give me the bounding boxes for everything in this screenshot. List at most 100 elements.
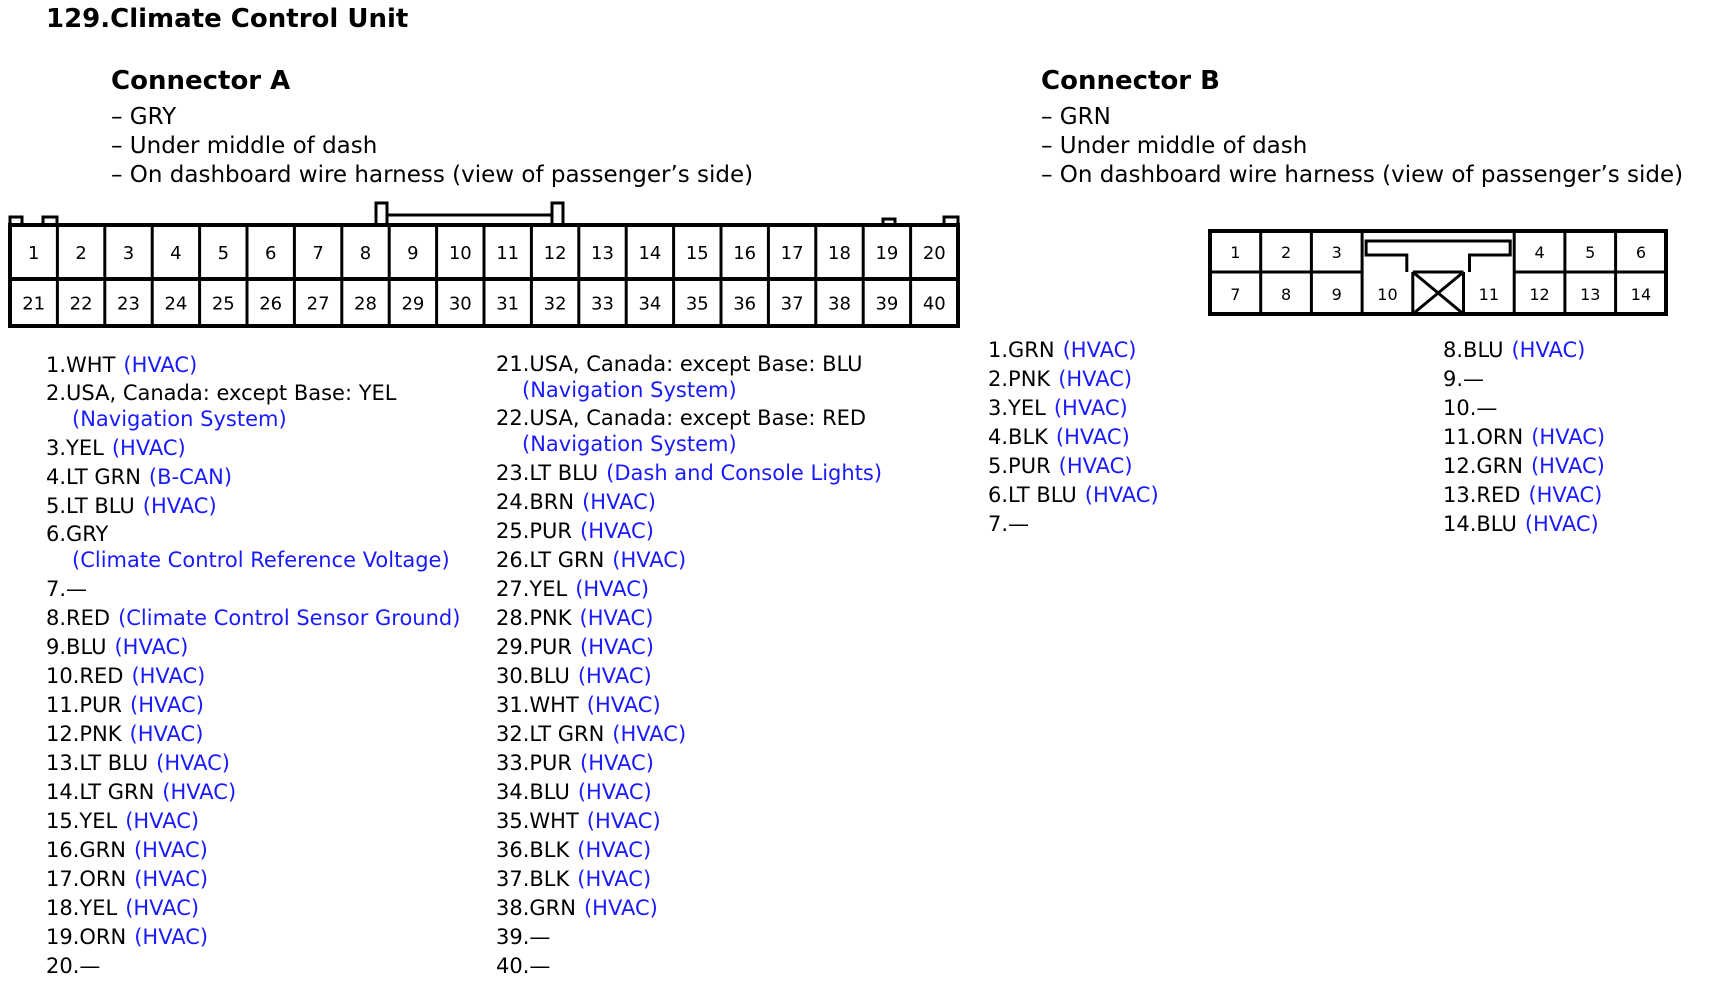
pin-wire-label: 35.WHT bbox=[496, 809, 579, 833]
pin-wire-label: 4.LT GRN bbox=[46, 465, 141, 489]
pin-wire-label: 31.WHT bbox=[496, 693, 579, 717]
pin-wire-label: 8.BLU bbox=[1443, 338, 1504, 362]
cavity-number: 5 bbox=[218, 243, 229, 264]
pin-circuit-label: (HVAC) bbox=[1084, 483, 1159, 507]
cavity-number: 12 bbox=[1529, 285, 1549, 304]
pin-entry: 4.LT GRN (B-CAN) bbox=[46, 463, 460, 492]
pin-wire-label: 11.PUR bbox=[46, 693, 123, 717]
cavity-number: 34 bbox=[638, 294, 661, 315]
cavity-number: 16 bbox=[733, 243, 756, 264]
cavity-number: 17 bbox=[781, 243, 804, 264]
pin-entry: 11.PUR (HVAC) bbox=[46, 691, 460, 720]
pin-circuit-label: (HVAC) bbox=[111, 436, 186, 460]
pin-circuit-label: (HVAC) bbox=[134, 925, 209, 949]
pin-wire-label: 9.— bbox=[1443, 367, 1485, 391]
pin-entry: 11.ORN(HVAC) bbox=[1443, 423, 1605, 452]
pin-wire-label: 30.BLU bbox=[496, 664, 570, 688]
connector-b-info: – GRN – Under middle of dash – On dashbo… bbox=[1041, 103, 1683, 190]
cavity-number: 11 bbox=[1479, 285, 1499, 304]
cavity-number: 32 bbox=[544, 294, 567, 315]
cavity-number: 2 bbox=[1281, 243, 1291, 262]
pin-entry: 12.GRN(HVAC) bbox=[1443, 452, 1605, 481]
pin-circuit-label: (HVAC) bbox=[1528, 483, 1603, 507]
cavity-number: 4 bbox=[1534, 243, 1544, 262]
pin-entry: 27.YEL(HVAC) bbox=[496, 575, 882, 604]
cavity-number: 37 bbox=[781, 294, 804, 315]
cavity-number: 13 bbox=[591, 243, 614, 264]
pin-wire-label: 6.LT BLU bbox=[988, 483, 1077, 507]
pin-wire-label: 5.PUR bbox=[988, 454, 1051, 478]
pin-circuit-label: (HVAC) bbox=[142, 494, 217, 518]
pin-entry: 3.YEL(HVAC) bbox=[988, 394, 1159, 423]
cavity-number: 3 bbox=[1332, 243, 1342, 262]
pin-entry: 12.PNK(HVAC) bbox=[46, 720, 460, 749]
pin-entry: 2.PNK (HVAC) bbox=[988, 365, 1159, 394]
cavity-number: 13 bbox=[1580, 285, 1600, 304]
cavity-number: 29 bbox=[401, 294, 424, 315]
pin-wire-label: 7.— bbox=[46, 577, 88, 601]
cavity-number: 1 bbox=[28, 243, 39, 264]
pin-wire-label: 15.YEL bbox=[46, 809, 118, 833]
pin-circuit-label: (HVAC) bbox=[125, 896, 200, 920]
pin-circuit-label: (HVAC) bbox=[580, 519, 654, 543]
pin-circuit-label: (Climate Control Sensor Ground) bbox=[118, 606, 461, 630]
pin-entry: 5.LT BLU (HVAC) bbox=[46, 492, 460, 521]
connector-b-pin-list-left: 1.GRN(HVAC)2.PNK(HVAC)3.YEL(HVAC)4.BLK(H… bbox=[988, 336, 1159, 539]
pin-entry: 7.— bbox=[46, 575, 460, 604]
pin-entry: 25.PUR(HVAC) bbox=[496, 517, 882, 546]
pin-circuit-label: (B-CAN) bbox=[148, 465, 233, 489]
pin-entry: 31.WHT(HVAC) bbox=[496, 691, 882, 720]
pin-wire-label: 1.GRN bbox=[988, 338, 1055, 362]
pin-entry: 6.LT BLU (HVAC) bbox=[988, 481, 1159, 510]
pin-wire-label: 23.LT BLU bbox=[496, 461, 599, 485]
pin-wire-label: 5.LT BLU bbox=[46, 494, 135, 518]
cavity-number: 27 bbox=[307, 294, 330, 315]
pin-wire-label: 6.GRY bbox=[46, 522, 109, 546]
cavity-number: 36 bbox=[733, 294, 756, 315]
pin-wire-label: 2.PNK bbox=[988, 367, 1051, 391]
cavity-number: 10 bbox=[1377, 285, 1397, 304]
pin-entry: 15.YEL(HVAC) bbox=[46, 807, 460, 836]
pin-circuit-label: (HVAC) bbox=[1511, 338, 1586, 362]
pin-circuit-label: (HVAC) bbox=[580, 635, 654, 659]
cavity-number: 5 bbox=[1585, 243, 1595, 262]
cavity-number: 30 bbox=[449, 294, 472, 315]
cavity-number: 6 bbox=[265, 243, 276, 264]
pin-circuit-label: (HVAC) bbox=[134, 867, 209, 891]
pin-entry: 9.BLU(HVAC) bbox=[46, 633, 460, 662]
cavity-number: 2 bbox=[75, 243, 86, 264]
cavity-number: 39 bbox=[875, 294, 898, 315]
cavity-number: 31 bbox=[496, 294, 519, 315]
pin-circuit-label: (HVAC) bbox=[1058, 367, 1133, 391]
lock-tab bbox=[1364, 239, 1512, 272]
blocked-cavity-mark bbox=[1411, 270, 1465, 316]
pin-circuit-label: (Dash and Console Lights) bbox=[606, 461, 883, 485]
pin-entry: 7.— bbox=[988, 510, 1159, 539]
cavity-number: 21 bbox=[22, 294, 45, 315]
pin-circuit-label: (HVAC) bbox=[579, 606, 654, 630]
page-title: 129.Climate Control Unit bbox=[46, 4, 409, 34]
pin-circuit-label: (HVAC) bbox=[1062, 338, 1137, 362]
connector-b-color: – GRN bbox=[1041, 104, 1111, 130]
pin-entry: 16.GRN(HVAC) bbox=[46, 836, 460, 865]
pin-circuit-label: (HVAC) bbox=[583, 896, 658, 920]
pin-entry: 29.PUR(HVAC) bbox=[496, 633, 882, 662]
pin-wire-label: 9.BLU bbox=[46, 635, 107, 659]
pin-wire-label: 39.— bbox=[496, 925, 551, 949]
cavity-number: 24 bbox=[164, 294, 187, 315]
cavity-number: 15 bbox=[686, 243, 709, 264]
pin-circuit-label: (HVAC) bbox=[1524, 512, 1599, 536]
pin-entry: 4.BLK(HVAC) bbox=[988, 423, 1159, 452]
pin-entry: 40.— bbox=[496, 952, 882, 981]
pin-wire-label: 38.GRN bbox=[496, 896, 576, 920]
pin-entry: 34.BLU(HVAC) bbox=[496, 778, 882, 807]
pin-circuit-label: (HVAC) bbox=[130, 693, 204, 717]
connector-a-pin-list-right: 21.USA, Canada: except Base: BLU(Navigat… bbox=[496, 351, 882, 981]
pin-circuit-label: (HVAC) bbox=[162, 780, 237, 804]
pin-wire-label: 4.BLK bbox=[988, 425, 1048, 449]
cavity-number: 10 bbox=[449, 243, 472, 264]
pin-wire-label: 20.— bbox=[46, 954, 101, 978]
cavity-number: 8 bbox=[1281, 285, 1291, 304]
pin-wire-label: 22.USA, Canada: except Base: RED bbox=[496, 406, 867, 430]
pin-circuit-label: (HVAC) bbox=[577, 664, 652, 688]
